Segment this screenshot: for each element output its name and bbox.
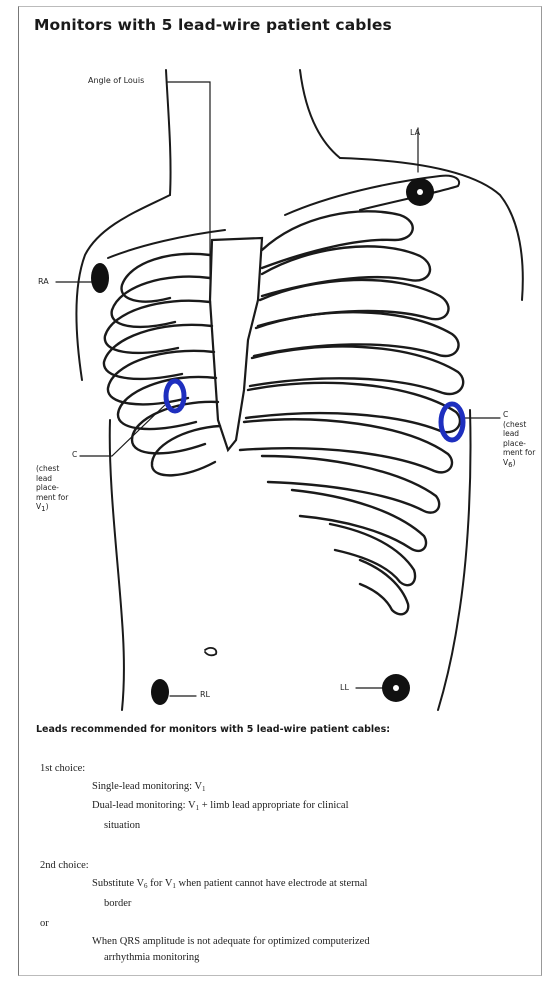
qrs-cont: arrhythmia monitoring — [104, 952, 199, 963]
recommendations-heading: Leads recommended for monitors with 5 le… — [36, 724, 390, 735]
sternum — [210, 238, 262, 450]
right-shoulder-outline — [340, 158, 523, 300]
navel — [205, 648, 216, 655]
dual-lead-cont: situation — [104, 820, 140, 831]
ra-label: RA — [38, 277, 49, 287]
chest-electrodes — [166, 381, 463, 440]
substitute-line: Substitute V6 for V1 when patient cannot… — [92, 878, 367, 890]
left-body-outline — [110, 420, 124, 710]
first-choice-label: 1st choice: — [40, 763, 85, 774]
dual-lead-line: Dual-lead monitoring: V1 + limb lead app… — [92, 800, 349, 812]
substitute-cont: border — [104, 898, 131, 909]
limb-electrodes — [91, 178, 434, 705]
ll-label: LL — [340, 683, 349, 693]
rl-electrode — [151, 679, 169, 705]
c-left-desc: (chest lead place- ment for V1) — [36, 464, 68, 515]
or-label: or — [40, 918, 49, 929]
right-body-outline — [438, 410, 471, 710]
torso-diagram — [0, 0, 548, 720]
rl-label: RL — [200, 690, 210, 700]
qrs-line: When QRS amplitude is not adequate for o… — [92, 936, 370, 947]
ribs-viewer-right — [240, 211, 463, 614]
neck-right-outline — [300, 70, 340, 158]
la-label: LA — [410, 128, 420, 138]
ra-electrode — [91, 263, 109, 293]
c-left-label: C — [72, 450, 77, 460]
ribs-viewer-left — [104, 254, 220, 475]
angle-of-louis-label: Angle of Louis — [88, 76, 144, 86]
single-lead-line: Single-lead monitoring: V1 — [92, 781, 206, 793]
c-right-label: C (chest lead place- ment for V6) — [503, 410, 535, 470]
neck-left-outline — [166, 70, 171, 195]
second-choice-label: 2nd choice: — [40, 860, 89, 871]
